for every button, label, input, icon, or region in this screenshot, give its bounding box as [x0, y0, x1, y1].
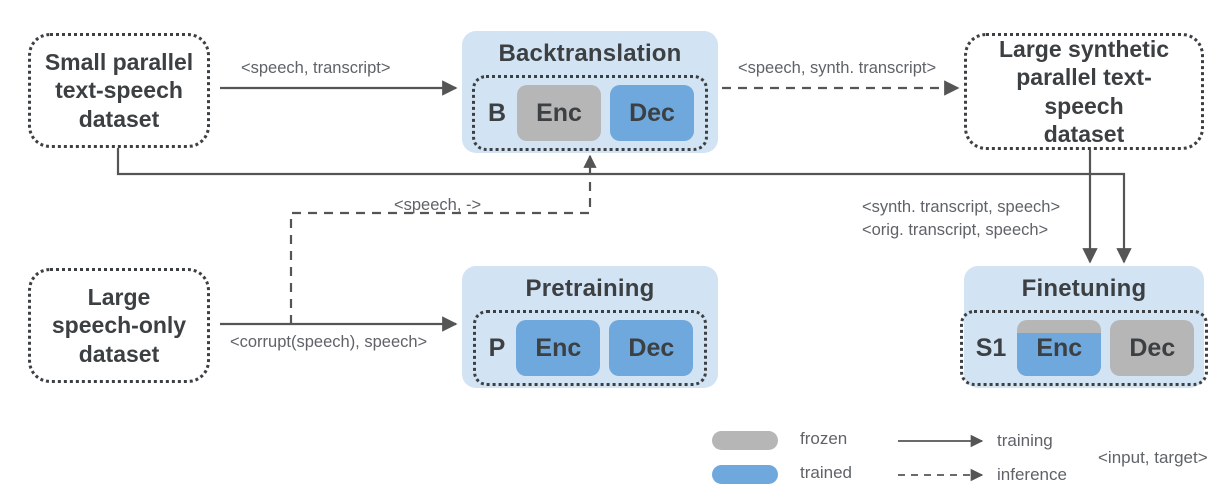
module-finetuning-dec[interactable]: Dec	[1110, 320, 1195, 376]
edge-label-to-finetuning-line1: <synth. transcript, speech>	[862, 198, 1061, 216]
stage-backtranslation-modules: B Enc Dec	[471, 75, 709, 151]
edge-label-to-finetuning: <synth. transcript, speech> <orig. trans…	[862, 196, 1060, 242]
stage-pretraining[interactable]: Pretraining P Enc Dec	[462, 266, 718, 388]
module-backtranslation-enc[interactable]: Enc	[517, 85, 602, 141]
stage-finetuning[interactable]: Finetuning S1 Enc Dec	[959, 266, 1209, 388]
edge-label-speechonly-to-backtranslation: <speech, ->	[394, 196, 482, 214]
stage-pretraining-modules: P Enc Dec	[472, 310, 708, 386]
stage-finetuning-tag: S1	[975, 333, 1007, 362]
legend-io-label: <input, target>	[1098, 448, 1208, 467]
stage-backtranslation-tag: B	[487, 98, 507, 127]
stage-pretraining-title: Pretraining	[525, 275, 655, 302]
module-finetuning-enc[interactable]: Enc	[1017, 320, 1102, 376]
stage-pretraining-tag: P	[488, 333, 506, 362]
module-pretraining-enc[interactable]: Enc	[516, 320, 601, 376]
stage-backtranslation[interactable]: Backtranslation B Enc Dec	[462, 31, 718, 153]
legend-inference-label: inference	[997, 465, 1067, 484]
stage-backtranslation-title: Backtranslation	[498, 40, 682, 67]
legend: frozen trained training inference <input…	[700, 415, 1232, 502]
legend-arrows	[898, 434, 984, 482]
edge-label-speechonly-to-pretraining: <corrupt(speech), speech>	[230, 333, 428, 351]
edge-label-small-to-backtranslation: <speech, transcript>	[241, 59, 391, 77]
stage-finetuning-modules: S1 Enc Dec	[959, 310, 1209, 386]
edge-label-to-finetuning-line2: <orig. transcript, speech>	[862, 220, 1049, 239]
stage-finetuning-title: Finetuning	[1021, 275, 1147, 302]
legend-training-label: training	[997, 431, 1053, 450]
legend-frozen-label: frozen	[800, 429, 848, 448]
edge-label-backtranslation-to-synthetic: <speech, synth. transcript>	[738, 59, 937, 77]
legend-frozen-swatch	[712, 431, 778, 450]
legend-trained-label: trained	[800, 463, 852, 482]
module-finetuning-enc-trained-fill	[1017, 333, 1102, 376]
legend-trained-swatch	[712, 465, 778, 484]
module-backtranslation-dec[interactable]: Dec	[610, 85, 695, 141]
module-pretraining-dec[interactable]: Dec	[609, 320, 694, 376]
